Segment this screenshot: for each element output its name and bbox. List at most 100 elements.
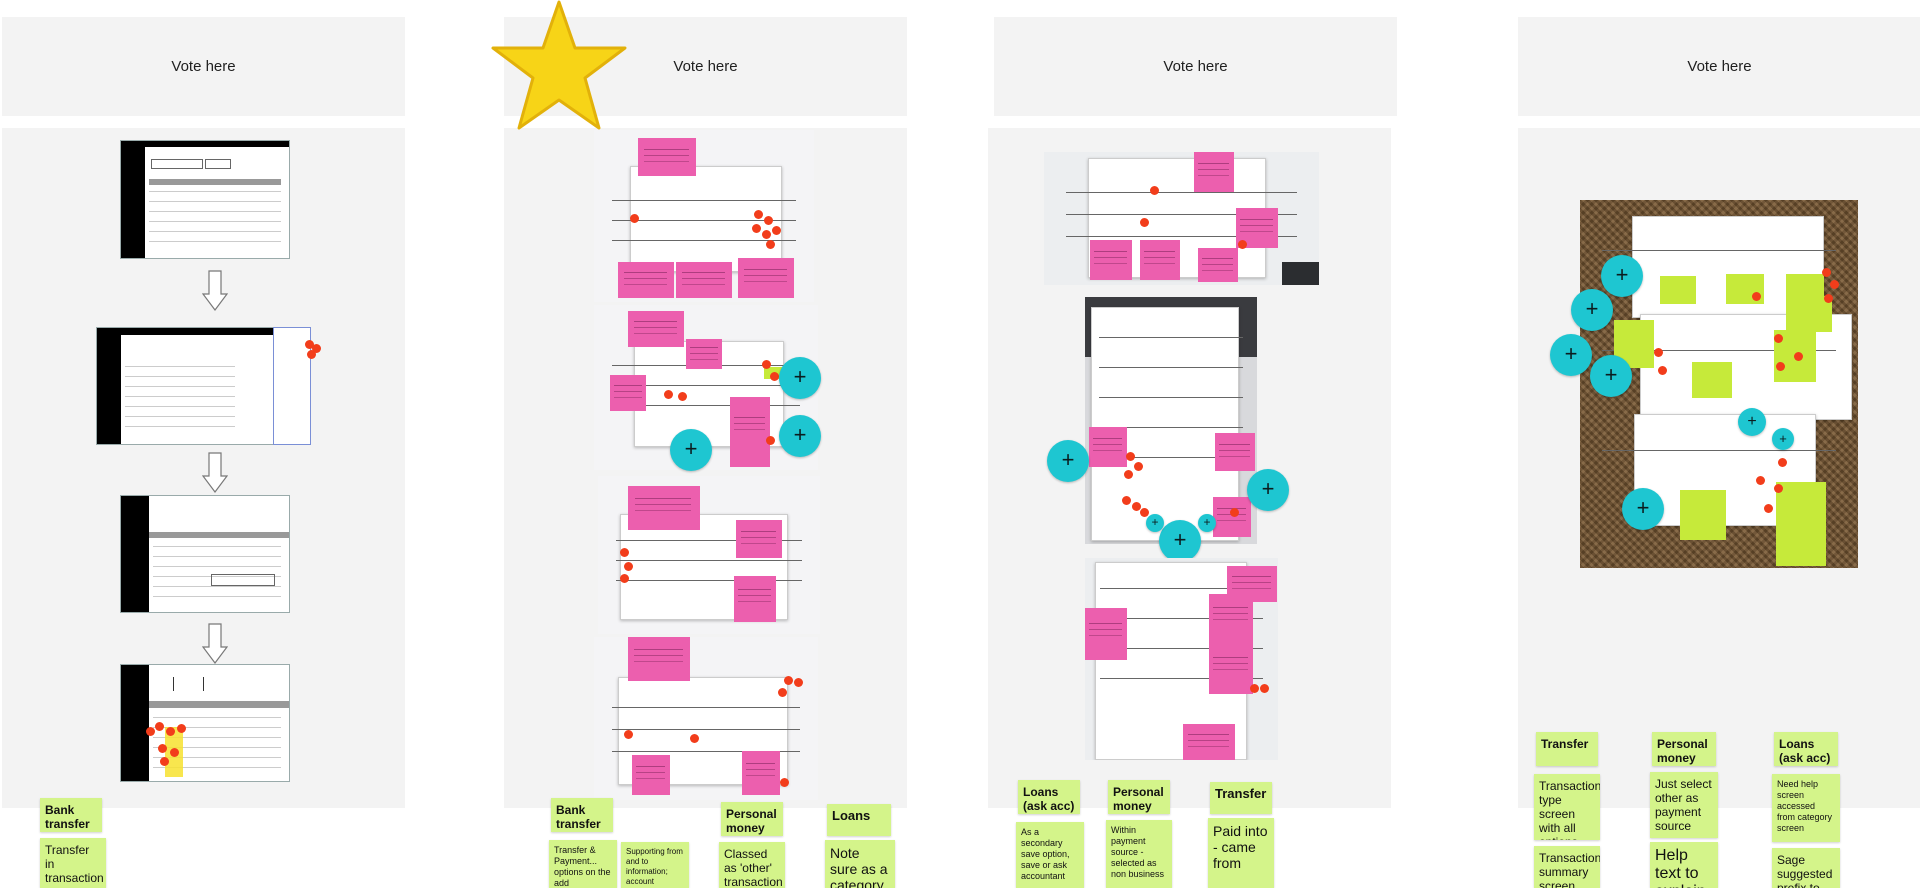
sticky-note[interactable]: Personal money: [1652, 732, 1716, 766]
vote-dot: [1764, 504, 1773, 513]
vote-dot: [1774, 334, 1783, 343]
plus-icon[interactable]: +: [1146, 514, 1164, 532]
sticky-note[interactable]: Bank transfer: [551, 798, 613, 832]
plus-icon[interactable]: +: [1047, 440, 1089, 482]
plus-icon[interactable]: +: [1550, 334, 1592, 376]
vote-dot: [762, 360, 771, 369]
vote-dot: [1250, 684, 1259, 693]
vote-dot: [764, 216, 773, 225]
vote-dot: [158, 744, 167, 753]
sketch-photo: [594, 130, 814, 302]
arrow-down-icon: [202, 452, 228, 493]
vote-dot: [1756, 476, 1765, 485]
sticky-note[interactable]: Note sure as a category: [825, 840, 895, 888]
sticky-note[interactable]: Loans (ask acc): [1774, 732, 1838, 766]
vote-dot: [146, 727, 155, 736]
vote-dot: [794, 678, 803, 687]
plus-icon[interactable]: +: [670, 429, 712, 471]
plus-icon[interactable]: +: [1772, 428, 1794, 450]
sticky-note[interactable]: Paid into - came from: [1208, 818, 1274, 888]
vote-label: Vote here: [673, 58, 738, 75]
vote-dot: [778, 688, 787, 697]
vote-dot: [624, 730, 633, 739]
sticky-note[interactable]: Personal money: [721, 802, 783, 836]
vote-dot: [620, 548, 629, 557]
plus-icon[interactable]: +: [1622, 488, 1664, 530]
arrow-down-icon: [202, 623, 228, 664]
vote-dot: [630, 214, 639, 223]
sticky-note[interactable]: Transfer: [1536, 732, 1598, 766]
vote-bar-3[interactable]: Vote here: [994, 17, 1397, 116]
arrow-down-icon: [202, 270, 228, 311]
plus-icon[interactable]: +: [1590, 355, 1632, 397]
vote-dot: [678, 392, 687, 401]
vote-dot: [1774, 484, 1783, 493]
vote-dot: [160, 757, 169, 766]
wireframe-screen: [120, 140, 290, 259]
vote-dot: [1238, 240, 1247, 249]
sticky-note[interactable]: Help text to explain: [1650, 842, 1718, 888]
sticky-note[interactable]: Bank transfer: [40, 798, 102, 832]
sticky-note[interactable]: Need help screen accessed from category …: [1772, 774, 1840, 842]
wireframe-screen: [96, 327, 294, 445]
vote-dot: [770, 372, 779, 381]
vote-dot: [305, 340, 314, 349]
star-icon[interactable]: [489, 0, 629, 135]
plus-icon[interactable]: +: [1159, 520, 1201, 562]
sticky-note[interactable]: Transfer in transaction type: [40, 838, 106, 888]
vote-dot: [1752, 292, 1761, 301]
vote-bar-4[interactable]: Vote here: [1518, 17, 1920, 116]
plus-icon[interactable]: +: [1247, 469, 1289, 511]
vote-label: Vote here: [171, 58, 236, 75]
vote-dot: [784, 676, 793, 685]
vote-dot: [1794, 352, 1803, 361]
vote-dot: [1132, 502, 1141, 511]
sticky-note[interactable]: Transfer: [1210, 782, 1272, 814]
vote-label: Vote here: [1687, 58, 1752, 75]
sticky-note[interactable]: Within payment source - selected as non …: [1106, 820, 1172, 888]
vote-dot: [1124, 470, 1133, 479]
plus-icon[interactable]: +: [779, 415, 821, 457]
vote-dot: [752, 224, 761, 233]
sticky-note[interactable]: Supporting from and to information; acco…: [621, 842, 689, 888]
vote-dot: [1230, 508, 1239, 517]
sticky-note[interactable]: Loans (ask acc): [1018, 780, 1080, 814]
vote-dot: [1778, 458, 1787, 467]
vote-dot: [1658, 366, 1667, 375]
sticky-note[interactable]: Loans: [827, 804, 891, 836]
vote-dot: [1260, 684, 1269, 693]
vote-dot: [1140, 508, 1149, 517]
vote-dot: [166, 727, 175, 736]
vote-dot: [772, 226, 781, 235]
vote-dot: [312, 344, 321, 353]
vote-dot: [664, 390, 673, 399]
plus-icon[interactable]: +: [779, 357, 821, 399]
sticky-note[interactable]: Transfer & Payment... options on the add: [549, 840, 617, 888]
vote-dot: [307, 350, 316, 359]
sketch-photo: [598, 476, 820, 634]
sticky-note[interactable]: Sage suggested prefix to: [1772, 848, 1840, 888]
vote-dot: [1776, 362, 1785, 371]
sticky-note[interactable]: Personal money: [1108, 780, 1170, 814]
sticky-note[interactable]: Classed as 'other' transaction: [719, 842, 785, 888]
sticky-note[interactable]: As a secondary save option, save or ask …: [1016, 822, 1084, 888]
plus-icon[interactable]: +: [1571, 289, 1613, 331]
vote-dot: [1140, 218, 1149, 227]
vote-dot: [177, 724, 186, 733]
vote-dot: [1830, 280, 1839, 289]
sketch-photo: [594, 637, 818, 800]
vote-dot: [1122, 496, 1131, 505]
vote-dot: [170, 748, 179, 757]
sticky-note[interactable]: Transaction summary screen: [1534, 846, 1600, 888]
vote-dot: [1134, 462, 1143, 471]
sticky-note[interactable]: Just select other as payment source: [1650, 772, 1718, 838]
vote-dot: [1126, 452, 1135, 461]
sketch-photo: [1085, 297, 1257, 544]
vote-dot: [1150, 186, 1159, 195]
plus-icon[interactable]: +: [1738, 408, 1766, 436]
plus-icon[interactable]: +: [1601, 255, 1643, 297]
vote-dot: [620, 574, 629, 583]
sticky-note[interactable]: Transaction type screen with all options: [1534, 774, 1600, 840]
vote-bar-1[interactable]: Vote here: [2, 17, 405, 116]
plus-icon[interactable]: +: [1198, 514, 1216, 532]
